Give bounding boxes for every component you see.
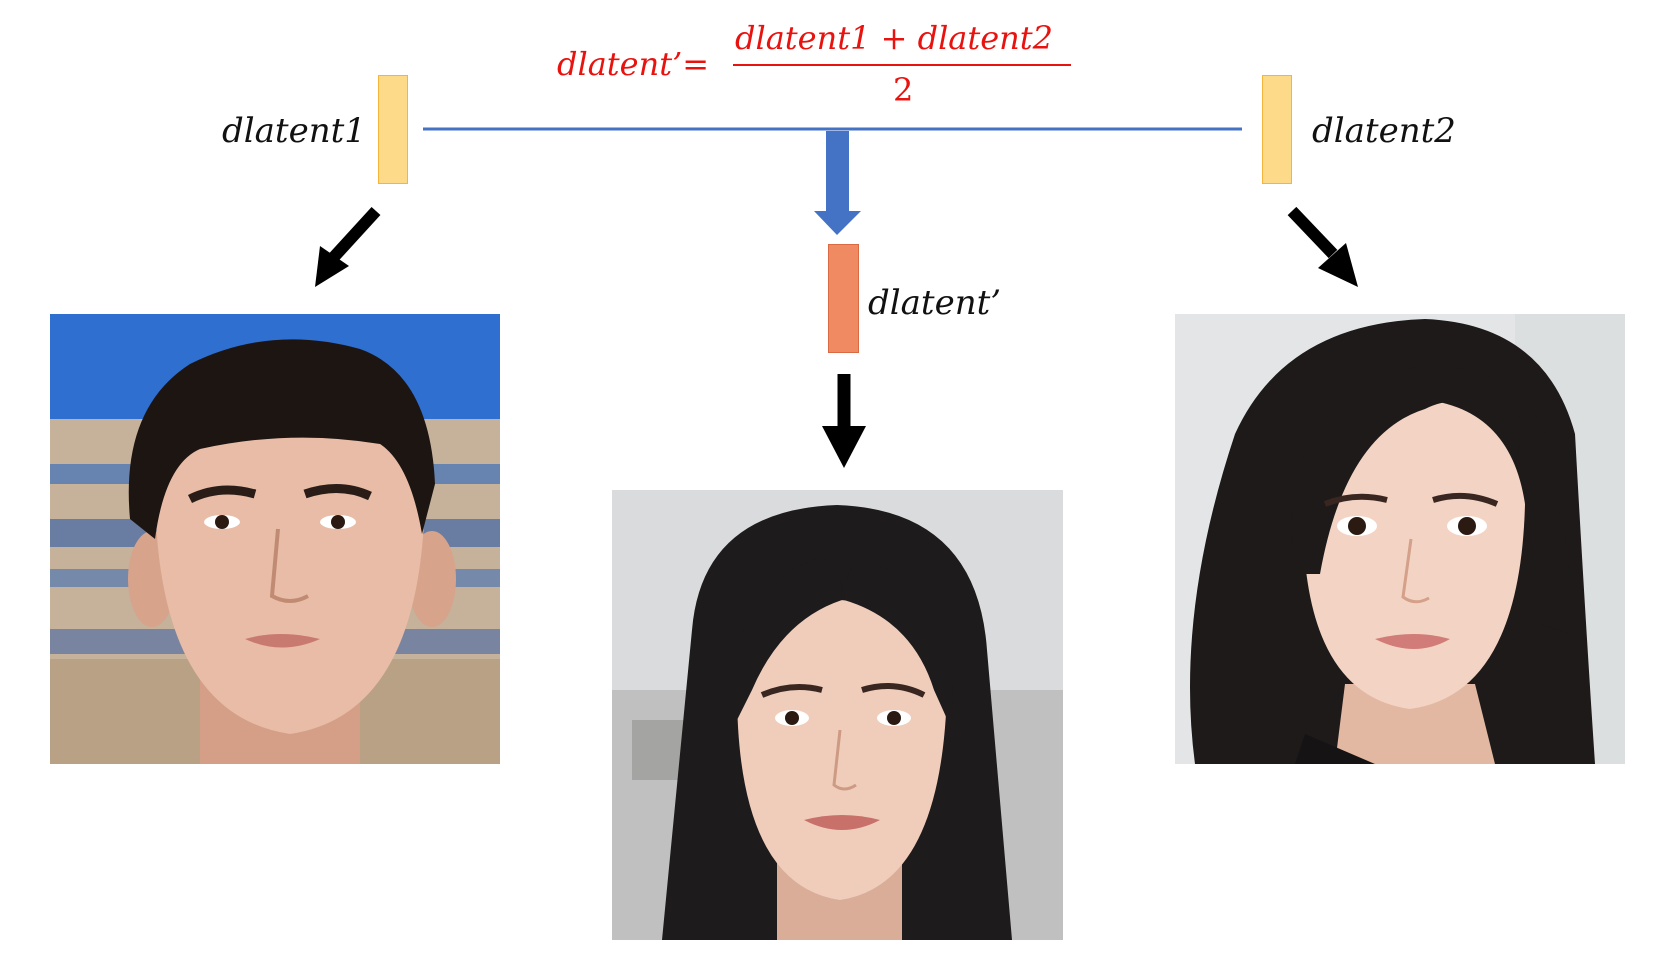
arrow-down-right-icon bbox=[1287, 206, 1358, 287]
dlatent2-label: dlatent2 bbox=[1312, 111, 1456, 151]
dlatent-prime-label: dlatent’ bbox=[868, 283, 1002, 323]
arrow-down-left-icon bbox=[315, 206, 381, 287]
dlatent-prime-vector bbox=[828, 244, 859, 353]
blue-down-arrow-icon bbox=[814, 131, 861, 235]
formula-denominator: 2 bbox=[893, 71, 914, 109]
formula-fraction-line bbox=[733, 64, 1071, 66]
dlatent1-label: dlatent1 bbox=[222, 111, 366, 151]
formula-numerator: dlatent1 + dlatent2 bbox=[735, 19, 1053, 57]
face-image-dlatent1 bbox=[50, 314, 500, 764]
arrow-down-icon bbox=[822, 374, 866, 468]
face-image-dlatent-prime bbox=[612, 490, 1063, 940]
dlatent2-vector bbox=[1262, 75, 1292, 184]
face-image-dlatent2 bbox=[1175, 314, 1625, 764]
formula-lhs: dlatent’= bbox=[557, 45, 710, 83]
dlatent1-vector bbox=[378, 75, 408, 184]
